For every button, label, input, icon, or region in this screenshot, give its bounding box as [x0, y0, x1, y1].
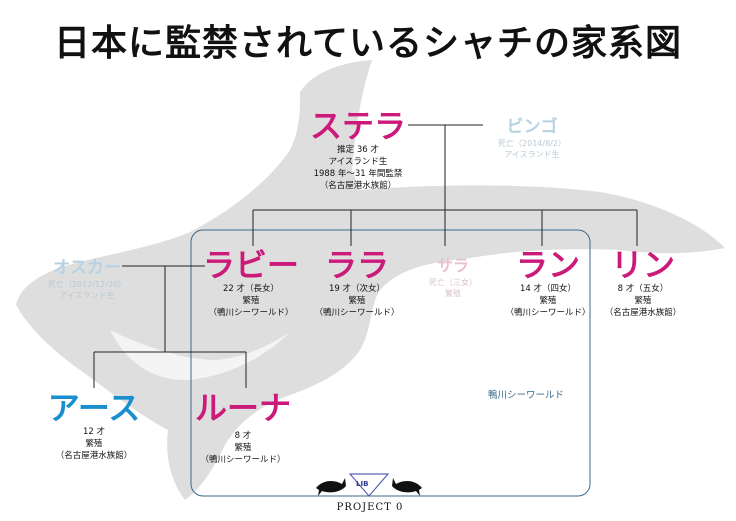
- kamogawa-seaworld-box: [190, 229, 591, 497]
- name-earth: アース: [47, 389, 141, 427]
- orca-silhouette: [16, 60, 725, 500]
- lib-logo-text: LIB: [356, 480, 369, 488]
- info-lovey-location: （鴨川シーワールド）: [208, 308, 294, 318]
- node-lara: ララ 19 才（次女） 繁殖 （鴨川シーワールド）: [314, 247, 399, 319]
- info-lovey-age: 22 才（長女）: [222, 284, 280, 294]
- info-rin-status: 繁殖: [634, 296, 652, 306]
- info-oscar-status: 死亡（2012/12/20）: [47, 280, 127, 289]
- info-ran-location: （鴨川シーワールド）: [505, 308, 591, 318]
- info-oscar-origin: アイスランド生: [59, 291, 115, 300]
- node-bingo: ビンゴ 死亡（2014/8/2） アイスランド生: [498, 116, 566, 160]
- info-luna-age: 8 才: [234, 431, 252, 441]
- info-ran-age: 14 才（四女）: [519, 284, 577, 294]
- info-stella-age: 推定 36 才: [337, 145, 379, 155]
- node-stella: ステラ 推定 36 才 アイスランド生 1988 年〜31 年間監禁 （名古屋港…: [310, 108, 406, 192]
- name-luna: ルーナ: [194, 389, 292, 427]
- connector-lines: [93, 124, 638, 388]
- info-bingo-status: 死亡（2014/8/2）: [498, 139, 566, 148]
- info-stella-captivity: 1988 年〜31 年間監禁: [313, 169, 403, 179]
- node-luna: ルーナ 8 才 繁殖 （鴨川シーワールド）: [195, 390, 291, 466]
- orca-logo-right-icon: [392, 478, 422, 496]
- info-earth-location: （名古屋港水族館）: [55, 451, 133, 461]
- page-title: 日本に監禁されているシャチの家系図: [54, 23, 682, 64]
- name-ran: ラン: [515, 246, 581, 284]
- info-rin-age: 8 才（五女）: [617, 284, 669, 294]
- info-lara-age: 19 才（次女）: [328, 284, 386, 294]
- info-luna-location: （鴨川シーワールド）: [200, 455, 286, 465]
- info-lara-status: 繁殖: [348, 296, 366, 306]
- node-oscar: オスカー 死亡（2012/12/20） アイスランド生: [48, 257, 126, 301]
- name-sara: サラ: [436, 256, 469, 275]
- name-oscar: オスカー: [52, 258, 121, 278]
- node-sara: サラ 死亡（三女） 繁殖: [429, 255, 477, 299]
- info-lara-location: （鴨川シーワールド）: [314, 308, 400, 318]
- info-stella-origin: アイスランド生: [328, 157, 388, 167]
- info-stella-location: （名古屋港水族館）: [319, 181, 397, 191]
- info-lovey-status: 繁殖: [242, 296, 260, 306]
- name-lovey: ラビー: [202, 246, 300, 284]
- name-bingo: ビンゴ: [506, 117, 558, 137]
- orca-logo-left-icon: [316, 478, 346, 496]
- info-sara-breeding: 繁殖: [445, 289, 461, 298]
- node-earth: アース 12 才 繁殖 （名古屋港水族館）: [48, 390, 140, 462]
- footer-project-label: PROJECT 0: [336, 502, 404, 513]
- node-lovey: ラビー 22 才（長女） 繁殖 （鴨川シーワールド）: [203, 247, 299, 319]
- info-luna-status: 繁殖: [234, 443, 252, 453]
- node-rin: リン 8 才（五女） 繁殖 （名古屋港水族館）: [605, 247, 682, 319]
- info-bingo-origin: アイスランド生: [504, 150, 560, 159]
- lib-triangle-icon: [348, 473, 390, 497]
- name-stella: ステラ: [309, 107, 407, 145]
- info-earth-status: 繁殖: [85, 439, 103, 449]
- name-lara: ララ: [324, 246, 390, 284]
- kamogawa-seaworld-label: 鴨川シーワールド: [488, 390, 565, 401]
- info-rin-location: （名古屋港水族館）: [604, 308, 682, 318]
- info-earth-age: 12 才: [82, 427, 106, 437]
- node-ran: ラン 14 才（四女） 繁殖 （鴨川シーワールド）: [505, 247, 590, 319]
- info-ran-status: 繁殖: [539, 296, 557, 306]
- name-rin: リン: [610, 246, 676, 284]
- orca-white-patch: [110, 330, 290, 380]
- info-sara-status: 死亡（三女）: [429, 278, 477, 287]
